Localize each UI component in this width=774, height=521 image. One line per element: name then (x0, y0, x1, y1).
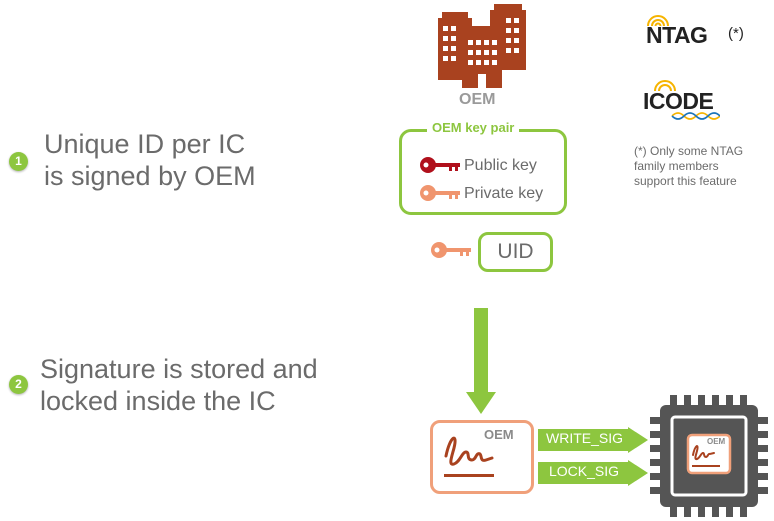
chip-oem-label: OEM (707, 437, 726, 446)
private-key-icon (420, 185, 460, 201)
write-sig-label: WRITE_SIG (546, 430, 624, 446)
step-1-text: Unique ID per IC is signed by OEM (44, 128, 256, 192)
buildings-icon (438, 4, 526, 88)
public-key-icon (420, 157, 460, 173)
footnote-line-3: support this feature (634, 174, 737, 188)
step-1-line-1: Unique ID per IC (44, 129, 246, 159)
uid-key-icon (431, 242, 471, 258)
chip-icon (650, 395, 768, 517)
lock-sig-arrow (538, 460, 648, 486)
public-key-label: Public key (464, 157, 537, 174)
write-sig-arrow (538, 427, 648, 453)
icode-wave-icon (654, 80, 676, 92)
signature-icon (444, 436, 494, 477)
uid-box: UID (478, 232, 553, 272)
step-2-line-1: Signature is stored and (40, 354, 318, 384)
oem-key-pair-title: OEM key pair (427, 120, 520, 135)
ntag-asterisk-mark: (*) (728, 25, 744, 42)
step-2-line-2: locked inside the IC (40, 386, 276, 416)
oem-label: OEM (459, 91, 496, 108)
footnote-line-2: family members (634, 159, 719, 173)
ntag-footnote: (*) Only some NTAG family members suppor… (634, 144, 743, 189)
ntag-logo-text: NTAG (646, 22, 708, 48)
ntag-wave-icon (647, 15, 669, 27)
step-1-badge: 1 (9, 152, 28, 171)
down-arrow-icon (466, 308, 496, 414)
footnote-line-1: (*) Only some NTAG (634, 144, 744, 158)
step-2-text: Signature is stored and locked inside th… (40, 353, 318, 417)
signature-oem-label: OEM (484, 427, 514, 442)
private-key-label: Private key (464, 185, 544, 202)
step-2-badge: 2 (9, 375, 28, 394)
lock-sig-label: LOCK_SIG (549, 463, 620, 479)
icode-dna-icon (671, 112, 720, 120)
step-1-line-2: is signed by OEM (44, 161, 256, 191)
icode-logo-text: ICODE (643, 88, 714, 114)
